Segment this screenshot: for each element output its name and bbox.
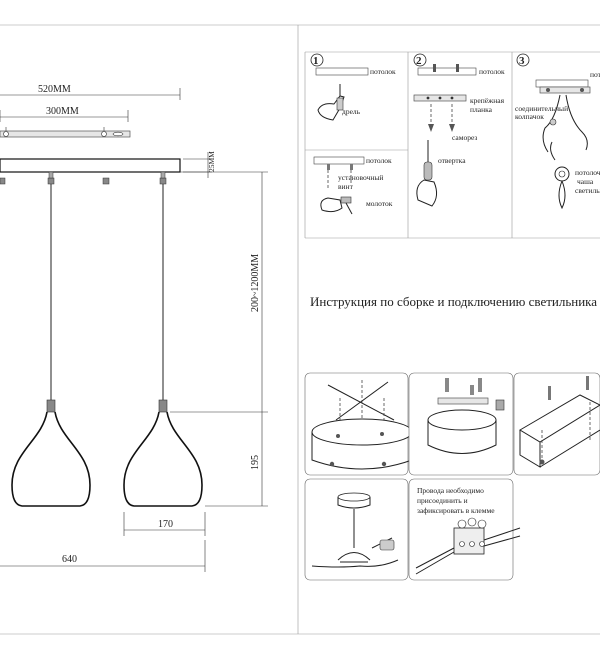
pendant-shade-right: [123, 399, 203, 507]
dim-drop: 200~1200MM: [250, 254, 261, 312]
step-1-label-drill: дрель: [342, 107, 361, 116]
terminal-block-icon: [453, 517, 487, 555]
step-3-label-cap-line2: колпачок: [515, 112, 544, 121]
step-1-panel: 1 потолок дрель потолок установочный вин…: [310, 53, 396, 215]
step-3-label-cup-line1: потолочная: [575, 168, 600, 177]
step-1-label-ceiling-2: потолок: [366, 156, 392, 165]
step-2-label-screwdriver: отвертка: [438, 156, 466, 165]
dim-width-total: 520MM: [38, 84, 71, 95]
panel-rect-mount: [513, 372, 600, 476]
step-3-panel: 3 потолок соединительный колпачок потоло…: [515, 53, 600, 210]
step-1-label-ceiling: потолок: [370, 67, 396, 76]
step-3-number: 3: [519, 55, 525, 67]
step-3-label-cup-line2: чаша: [577, 177, 594, 186]
hand-tool-icon: [379, 539, 395, 551]
step-1-label-screw-line1: установочный: [338, 173, 383, 182]
wire-cap-icon: [542, 94, 588, 153]
wiring-note-line1: Провода необходимо: [417, 486, 484, 495]
canopy-plate: [0, 158, 181, 173]
step-2-label-ceiling: потолок: [479, 67, 505, 76]
step-2-panel: 2 потолок крепёжная планка саморез отвер…: [413, 53, 505, 207]
dim-overall-width: 640: [62, 554, 77, 565]
step-2-number: 2: [416, 55, 422, 67]
step-1-label-screw-line2: винт: [338, 182, 354, 191]
step-2-label-plate-line2: планка: [470, 105, 493, 114]
step-2-label-plate-line1: крепёжная: [470, 96, 505, 105]
instruction-title: Инструкция по сборке и подключению свети…: [310, 294, 597, 309]
dim-canopy-height: 25MM: [207, 151, 216, 172]
drill-icon: [317, 84, 345, 121]
dim-width-mount: 300MM: [46, 106, 79, 117]
step-1-number: 1: [313, 55, 319, 67]
dimension-drawing: 520MM 300MM 25MM 200~1200MM: [0, 84, 268, 572]
ceiling-cup: [550, 141, 570, 210]
pendant-shade-left: [11, 399, 91, 507]
hammer-icon: [320, 196, 353, 215]
assembly-panels: Провода необходимо присоединить и зафикс…: [304, 372, 600, 581]
wiring-note-line2: присоединить и: [417, 496, 468, 505]
step-1-label-hammer: молоток: [366, 199, 393, 208]
dim-shade-diameter: 170: [158, 519, 173, 530]
install-step-panels: 1 потолок дрель потолок установочный вин…: [304, 51, 600, 239]
wiring-note-line3: зафиксировать в клемме: [417, 506, 495, 515]
dim-shade-height: 195: [250, 455, 261, 470]
step-3-label-ceiling: потолок: [590, 70, 600, 79]
step-3-label-cup-line3: светильника: [575, 186, 600, 195]
step-3-label-cap-line1: соединительный: [515, 104, 568, 113]
step-2-label-screw: саморез: [452, 133, 477, 142]
panel-pendant-wiring: [304, 478, 409, 581]
screwdriver-icon: [416, 140, 438, 207]
mounting-bar: [0, 130, 131, 138]
